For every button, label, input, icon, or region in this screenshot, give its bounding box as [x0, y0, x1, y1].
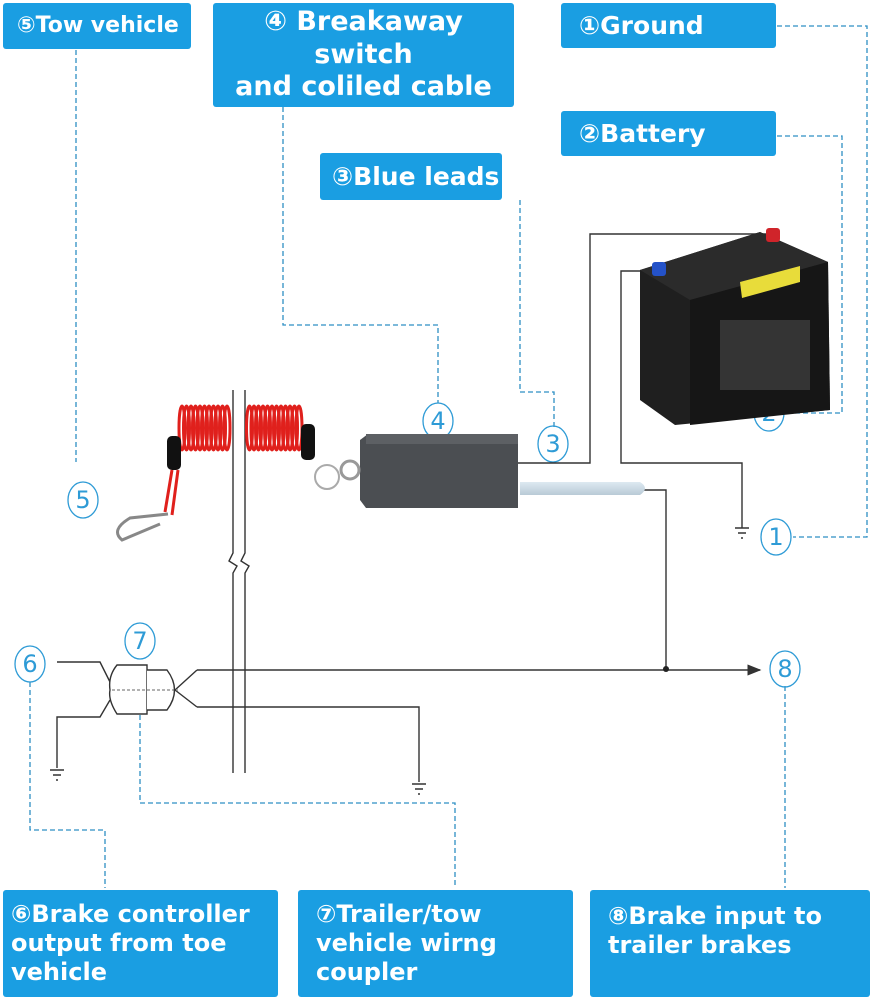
label-ground: ①Ground: [561, 3, 776, 48]
leader-3: [519, 200, 555, 427]
leader-4: [282, 107, 439, 403]
cable-sleeve-left: [167, 436, 181, 470]
battery-blurred-logo: [720, 320, 810, 390]
marker-6: 6: [14, 645, 46, 683]
label-text: ②Battery: [579, 118, 706, 148]
ground-icon: [412, 783, 426, 795]
leader-7: [139, 683, 456, 888]
coupler-plug: [108, 664, 148, 715]
label-text-line1: ④ Breakaway switch: [264, 6, 463, 70]
cable-loop: [163, 469, 180, 516]
leader-lines: [29, 25, 868, 888]
junction-dot: [663, 666, 669, 672]
number-markers: 5 4 3 2 1 6 7 8: [14, 394, 801, 688]
battery-positive-terminal: [766, 228, 780, 242]
wire-switch-output: [540, 489, 667, 669]
carabiner: [116, 512, 169, 542]
label-text: ③Blue leads: [332, 161, 500, 191]
label-text: ⑤Tow vehicle: [17, 12, 179, 38]
battery-image: [640, 228, 830, 425]
label-text: ①Ground: [579, 10, 704, 40]
divider-right: [240, 390, 250, 773]
svg-text:8: 8: [777, 655, 792, 683]
label-battery: ②Battery: [561, 111, 776, 156]
leader-2: [777, 135, 843, 414]
marker-7: 7: [124, 622, 156, 660]
ground-icon: [50, 769, 64, 781]
svg-text:5: 5: [75, 486, 90, 514]
label-coupler: ⑦Trailer/tow vehicle wirng coupler: [298, 890, 573, 997]
wire-vehicle-ground: [56, 699, 111, 768]
label-blue-leads: ③Blue leads: [320, 153, 502, 200]
coupler-wires: [174, 669, 198, 708]
label-brake-controller: ⑥Brake controller output from toe vehicl…: [3, 890, 278, 997]
switch-body: [360, 434, 518, 508]
label-text-line2: and coliled cable: [235, 71, 492, 103]
svg-text:1: 1: [768, 523, 783, 551]
marker-8: 8: [769, 650, 801, 688]
coil-loop: [222, 404, 232, 452]
label-tow-vehicle: ⑤Tow vehicle: [3, 3, 191, 49]
switch-top: [366, 434, 518, 444]
leader-6: [29, 682, 106, 888]
marker-3: 3: [537, 425, 569, 463]
svg-text:3: 3: [545, 430, 560, 458]
marker-5: 5: [67, 481, 99, 519]
svg-text:6: 6: [22, 650, 37, 678]
battery-top: [640, 232, 828, 300]
coupler-socket: [147, 669, 176, 711]
svg-text:7: 7: [132, 627, 147, 655]
ground-symbols: [50, 527, 749, 795]
leader-1: [777, 25, 868, 538]
battery-label: [740, 266, 800, 298]
cable-sleeve-right: [301, 424, 315, 460]
marker-1: 1: [760, 518, 792, 556]
wire-controller-output: [57, 661, 111, 683]
wire-battery-positive: [517, 233, 766, 464]
key-ring: [314, 464, 340, 490]
battery-negative-terminal: [652, 262, 666, 276]
wire-battery-negative: [620, 270, 743, 528]
label-text: ⑦Trailer/tow vehicle wirng coupler: [316, 900, 497, 986]
ground-icon: [735, 527, 749, 539]
switch-pin-plate: [520, 482, 645, 495]
wires: [56, 233, 766, 782]
label-brake-input: ⑧Brake input to trailer brakes: [590, 890, 870, 997]
breakaway-switch-image: [314, 434, 645, 508]
divider-left: [228, 390, 238, 773]
label-text: ⑧Brake input to trailer brakes: [608, 902, 822, 959]
coiled-cable-image: [116, 404, 315, 542]
marker-4: 4: [422, 402, 454, 440]
svg-text:4: 4: [430, 407, 445, 435]
switch-ring: [339, 459, 361, 481]
wire-trailer-ground: [197, 706, 420, 782]
label-text: ⑥Brake controller output from toe vehicl…: [11, 900, 250, 986]
